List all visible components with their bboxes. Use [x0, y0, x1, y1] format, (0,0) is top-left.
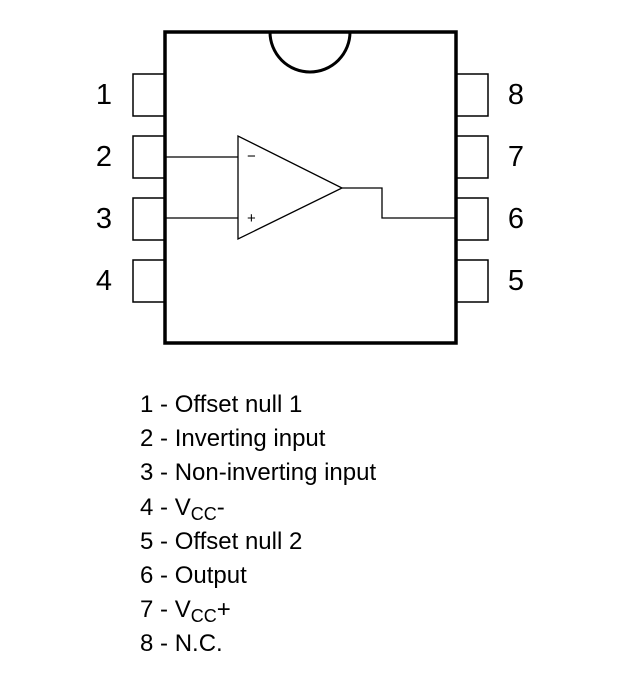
legend-item: 3 - Non-inverting input: [140, 459, 377, 487]
pin-4-tab: [132, 259, 166, 303]
pin-2-tab: [132, 135, 166, 179]
legend-item: 7 - VCC+: [140, 596, 231, 627]
wire-output: [342, 187, 456, 219]
pin-7-number: 7: [508, 141, 524, 173]
legend-item: 4 - VCC-: [140, 493, 225, 524]
pin-2-number: 2: [96, 141, 112, 173]
pinout-diagram: − + 1 2 3 4 8 7 6 5: [96, 30, 524, 345]
legend-item: 1 - Offset null 1: [140, 391, 303, 418]
legend-item: 6 - Output: [140, 561, 247, 589]
pin-1-number: 1: [96, 79, 112, 111]
pin-5-tab: [455, 259, 489, 303]
opamp-inverting-sign: −: [247, 148, 256, 165]
pin-6-tab: [455, 197, 489, 241]
pin-3-tab: [132, 197, 166, 241]
pin-8-number: 8: [508, 79, 524, 111]
legend-item: 8 - N.C.: [140, 630, 223, 658]
pin-1-tab: [132, 73, 166, 117]
opamp-symbol: [237, 134, 344, 241]
pin-legend: 1 - Offset null 1 2 - Inverting input 3 …: [140, 388, 376, 662]
pin-3-number: 3: [96, 203, 112, 235]
pin-6-number: 6: [508, 203, 524, 235]
orientation-notch: [268, 31, 352, 74]
legend-item: 2 - Inverting input: [140, 425, 326, 453]
pin-5-number: 5: [508, 265, 524, 297]
pin-7-tab: [455, 135, 489, 179]
pin-8-tab: [455, 73, 489, 117]
legend-item: 5 - Offset null 2: [140, 527, 303, 555]
pin-4-number: 4: [96, 265, 112, 297]
opamp-noninverting-sign: +: [247, 210, 256, 227]
